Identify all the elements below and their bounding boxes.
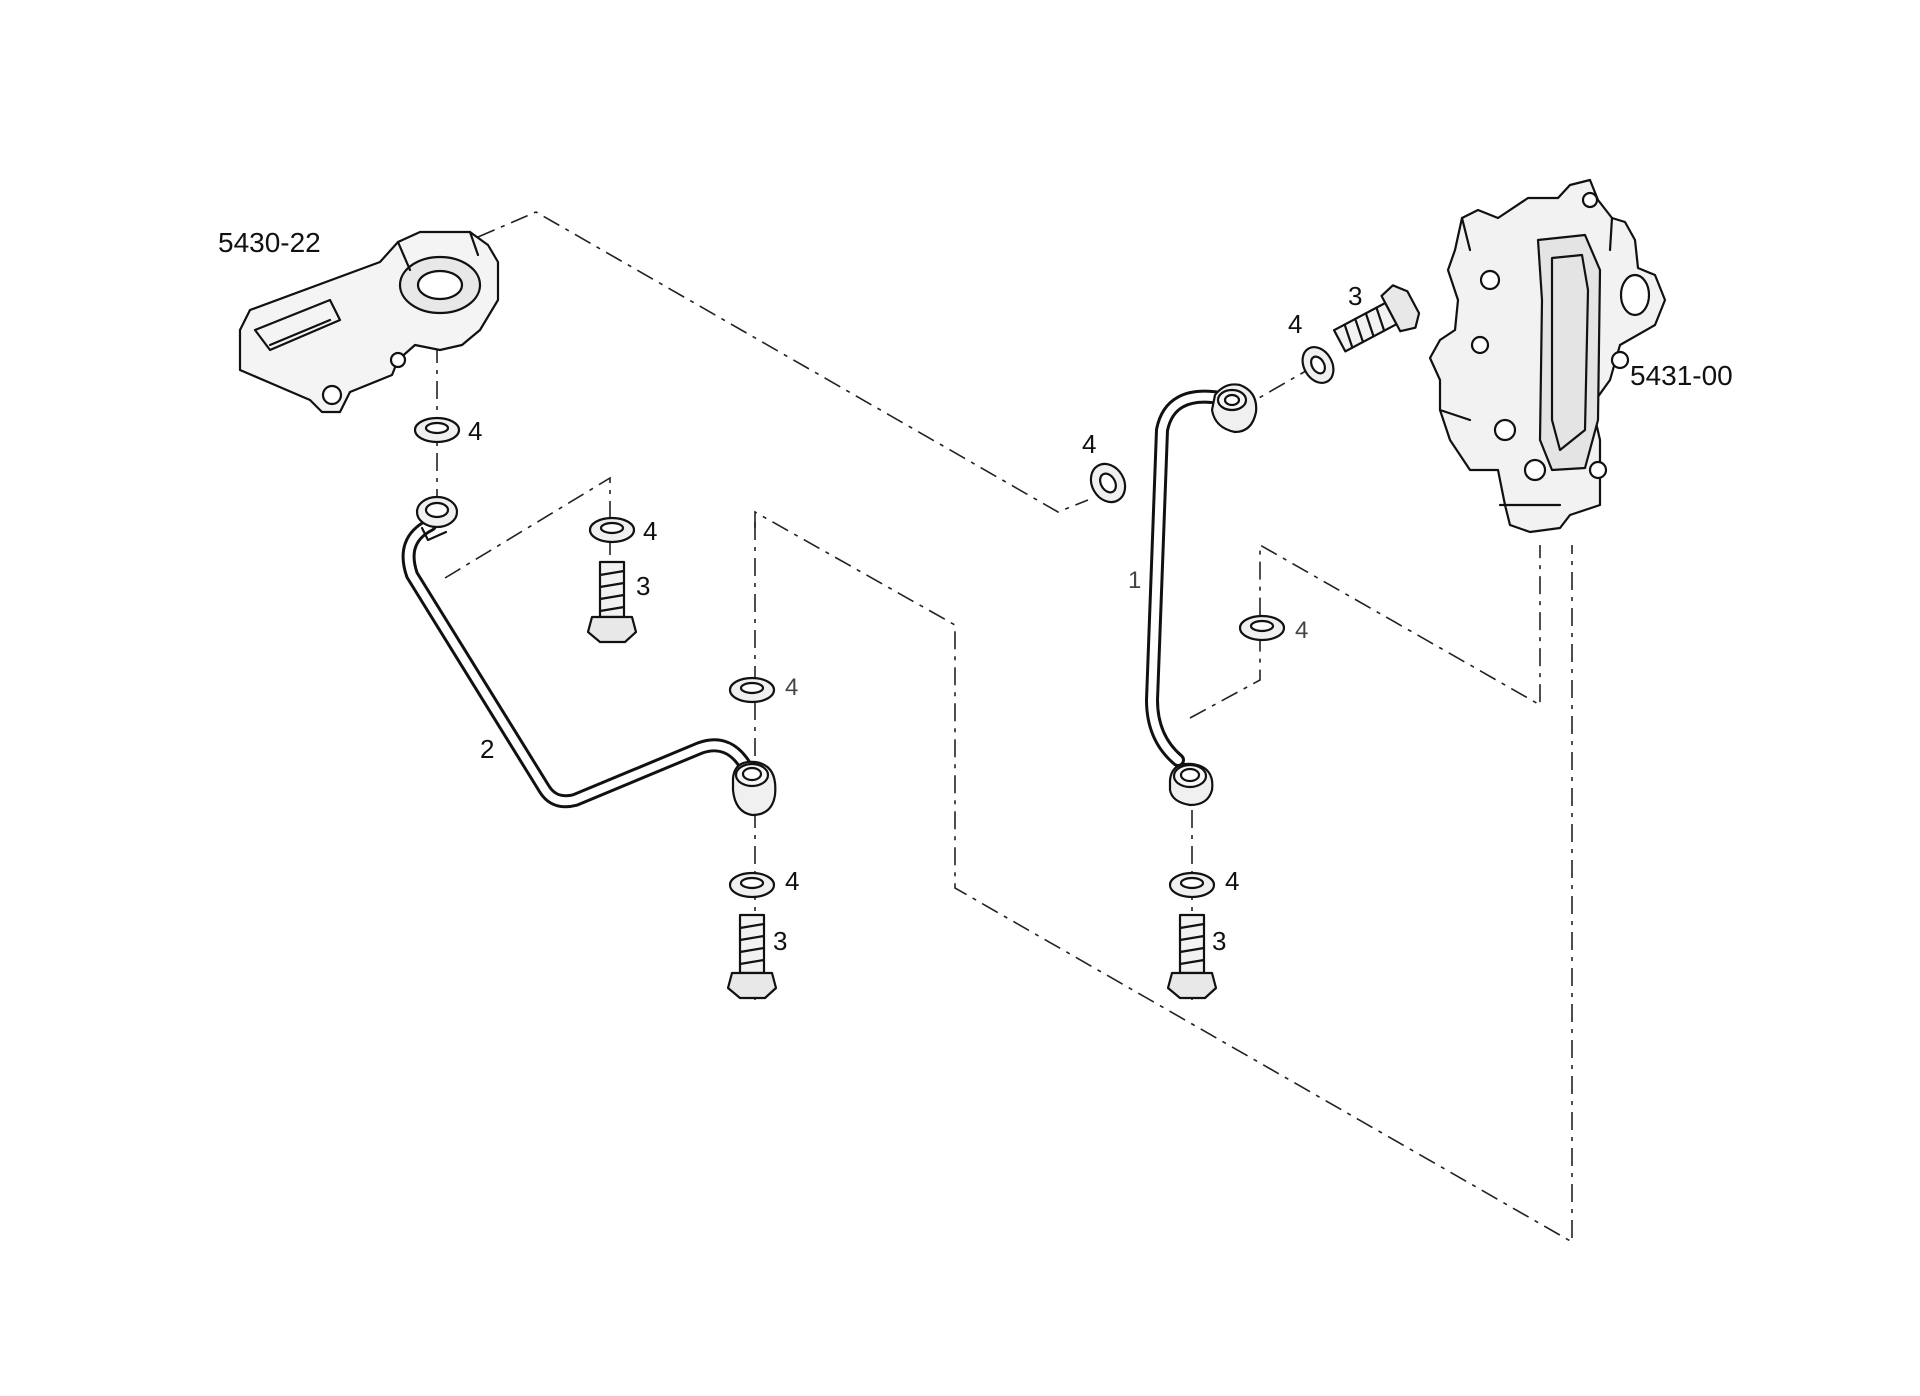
bolt-pipe1-bottom (1166, 913, 1218, 1000)
bolt-upper-middle (586, 560, 638, 644)
washer-pipe1-bottom (1168, 871, 1216, 899)
label-washer-upper: 4 (643, 516, 657, 546)
label-5430-22: 5430-22 (218, 227, 321, 258)
washer-pipe2-bottom (728, 871, 776, 899)
label-washer-pipe2-top: 4 (785, 674, 798, 701)
washer-upper-middle (588, 516, 636, 544)
washer-right-middle (1238, 614, 1286, 642)
bolt-pipe2-bottom (726, 913, 778, 1000)
washers (413, 346, 1335, 899)
washer-left-of-pipe1 (1089, 462, 1127, 504)
assembly-leader-lines (436, 211, 1573, 1244)
washer-pipe2-top (728, 676, 776, 704)
label-5431-00: 5431-00 (1630, 360, 1733, 391)
housing-5431-00 (1428, 178, 1667, 534)
label-pipe-1: 1 (1128, 567, 1141, 594)
washer-near-bolt-top (1301, 346, 1335, 384)
label-washer-left-pipe1: 4 (1082, 429, 1096, 459)
bracket-5430-22 (238, 230, 500, 414)
callout-labels: 5430-22 5431-00 2 1 4 4 4 4 4 4 4 4 3 3 … (218, 227, 1733, 956)
label-washer-near-bolt: 4 (1288, 309, 1302, 339)
bolts (586, 284, 1421, 1000)
label-pipe-2: 2 (480, 734, 494, 764)
bolt-top-right (1332, 284, 1421, 353)
label-washer-pipe1-bottom: 4 (1225, 866, 1239, 896)
label-bolt-pipe2: 3 (773, 926, 787, 956)
label-bolt-pipe1: 3 (1212, 926, 1226, 956)
oil-pipe-1 (1145, 383, 1258, 807)
washer-under-bracket (413, 416, 461, 444)
label-washer-right-middle: 4 (1295, 617, 1308, 644)
label-washer-pipe2-bottom: 4 (785, 866, 799, 896)
oil-pipe-2 (401, 495, 777, 817)
label-bolt-upper: 3 (636, 571, 650, 601)
label-washer-bracket: 4 (468, 416, 482, 446)
label-bolt-top-right: 3 (1348, 281, 1362, 311)
